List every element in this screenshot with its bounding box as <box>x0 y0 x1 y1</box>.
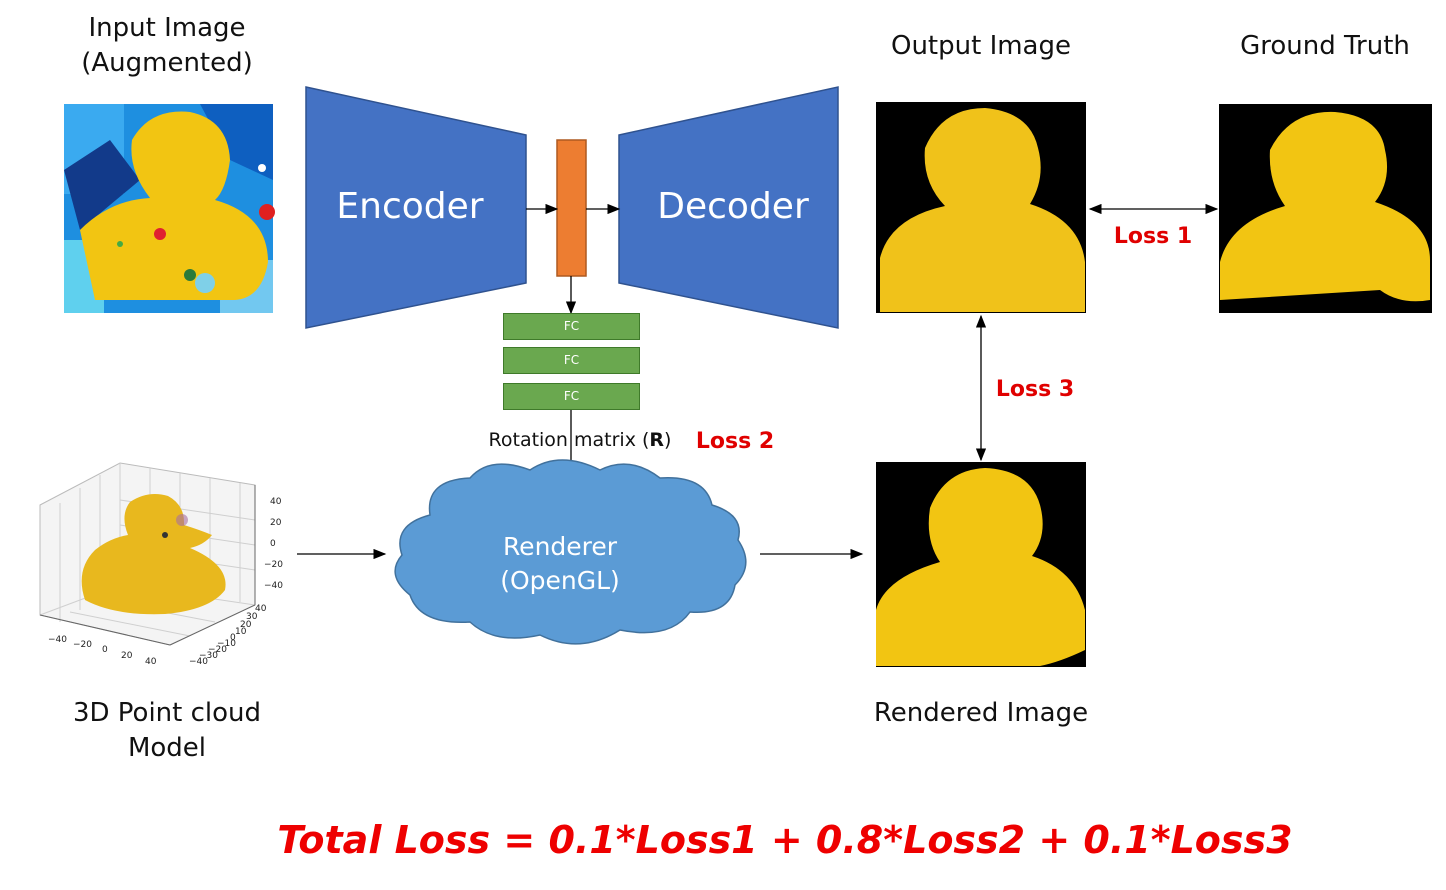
encoder-block <box>305 86 527 329</box>
pointcloud-title-line2: Model <box>127 733 207 763</box>
loss3-label: Loss 3 <box>995 377 1075 402</box>
z-tick: −40 <box>264 581 283 591</box>
encoder-label: Encoder <box>336 186 484 227</box>
z-tick: 0 <box>270 539 276 549</box>
total-loss-formula: Total Loss = 0.1*Loss1 + 0.8*Loss2 + 0.1… <box>277 818 1293 862</box>
rotation-prefix: Rotation matrix ( <box>488 429 650 451</box>
fc-layer-3: FC <box>503 383 640 410</box>
rotation-matrix-label: Rotation matrix (R) <box>470 425 690 455</box>
z-tick: 20 <box>270 518 282 528</box>
y-tick: −10 <box>217 639 236 649</box>
pointcloud-duck <box>81 494 226 615</box>
x-tick: 40 <box>145 657 157 667</box>
decoder-label: Decoder <box>657 186 809 227</box>
y-tick: 10 <box>235 627 247 637</box>
x-tick: 20 <box>121 651 133 661</box>
pointcloud-title: 3D Point cloud Model <box>47 696 287 766</box>
renderer-label: Renderer (OpenGL) <box>470 530 650 598</box>
input-title-line2: (Augmented) <box>81 48 253 78</box>
rotation-suffix: ) <box>664 429 672 451</box>
z-tick: 40 <box>270 497 282 507</box>
renderer-line2: (OpenGL) <box>500 566 620 595</box>
renderer-cloud <box>394 459 747 645</box>
input-image <box>64 104 275 313</box>
rotation-bold: R <box>649 429 665 451</box>
z-tick: −20 <box>264 560 283 570</box>
x-tick: −40 <box>48 635 67 645</box>
output-image <box>876 102 1086 313</box>
y-tick: 30 <box>246 612 258 622</box>
y-tick: 0 <box>230 633 236 643</box>
fc-layer-1: FC <box>503 313 640 340</box>
decoder-block <box>618 86 839 329</box>
renderer-line1: Renderer <box>502 532 618 561</box>
pointcloud-title-line1: 3D Point cloud <box>72 698 262 728</box>
rendered-image-title: Rendered Image <box>873 698 1089 728</box>
output-image-title: Output Image <box>890 31 1071 61</box>
input-image-title: Input Image (Augmented) <box>62 11 272 81</box>
loss2-label: Loss 2 <box>695 429 775 454</box>
input-title-line1: Input Image <box>88 13 246 43</box>
x-tick: 0 <box>102 645 108 655</box>
ground-truth-image <box>1219 104 1432 313</box>
rendered-image <box>876 462 1086 667</box>
ground-truth-title: Ground Truth <box>1240 31 1410 61</box>
x-tick: −20 <box>73 640 92 650</box>
loss1-label: Loss 1 <box>1113 224 1193 249</box>
y-tick: 40 <box>255 604 267 614</box>
y-tick: 20 <box>240 620 252 630</box>
y-tick: −40 <box>189 657 208 667</box>
bottleneck-layer <box>556 139 587 277</box>
pointcloud-ticks: 40 20 0 −20 −40 −40 −20 0 20 40 −40 −30 … <box>48 497 283 667</box>
y-tick: −30 <box>199 651 218 661</box>
y-tick: −20 <box>208 645 227 655</box>
fc-layer-2: FC <box>503 347 640 374</box>
